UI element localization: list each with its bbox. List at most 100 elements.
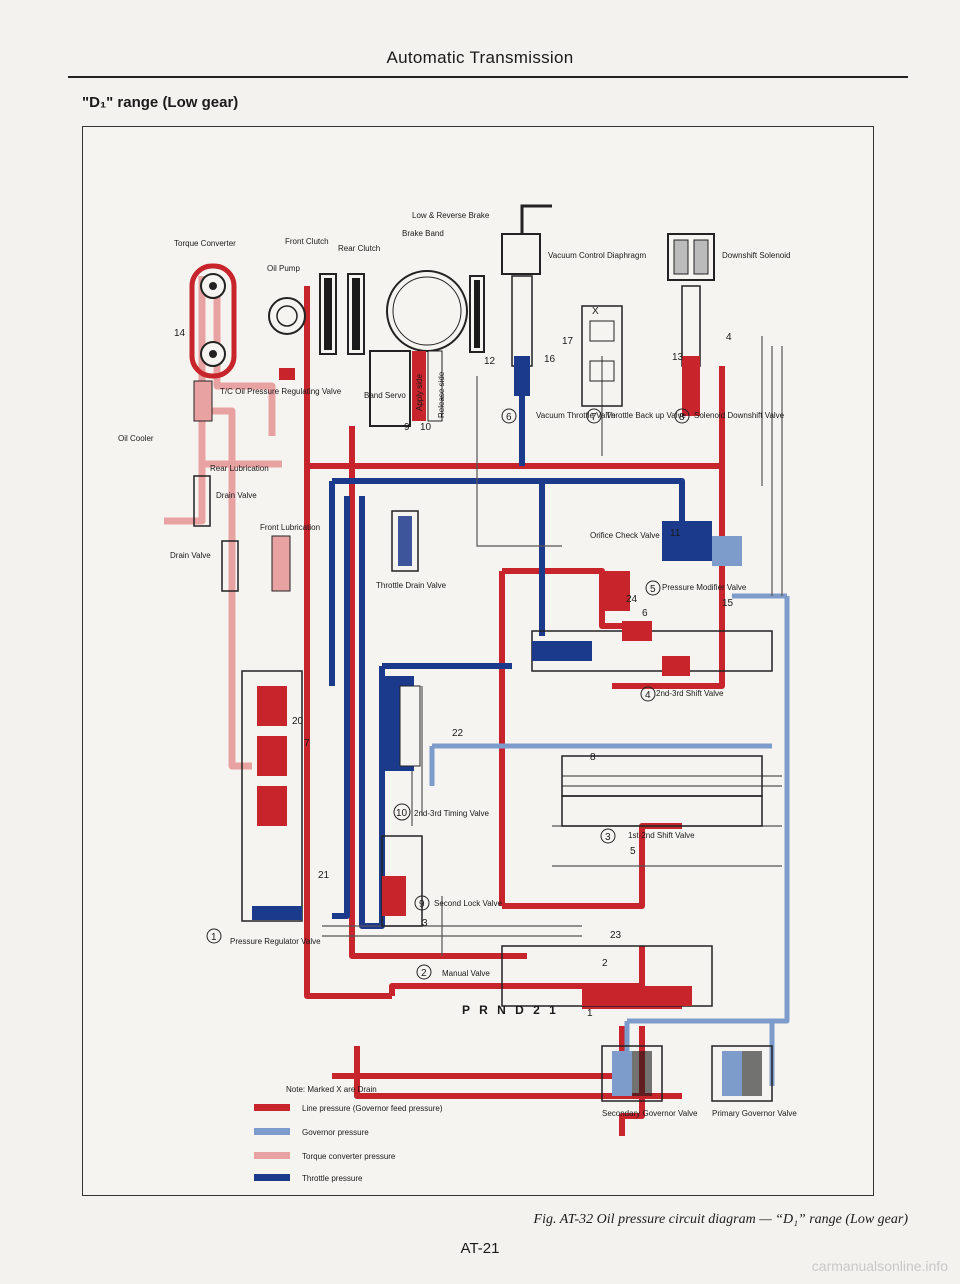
port-numbers: 14 17 12 16 9 10 4 13 11 24 6 15 22 20 7… bbox=[174, 306, 734, 1019]
brake-band-drum bbox=[386, 270, 468, 352]
legend-item-line-pressure: Line pressure (Governor feed pressure) bbox=[254, 1104, 443, 1113]
section-title: "D₁" range (Low gear) bbox=[82, 94, 239, 111]
svg-text:1: 1 bbox=[587, 1008, 593, 1019]
circle-2: 2 bbox=[416, 964, 432, 980]
tc-valve-body bbox=[193, 380, 213, 422]
label-shift-valve-2-3: 2nd-3rd Shift Valve bbox=[656, 689, 724, 698]
label-manual-positions: P R N D 2 1 bbox=[462, 1003, 559, 1017]
circle-1: 1 bbox=[206, 928, 222, 944]
legend-item-torque-pressure: Torque converter pressure bbox=[254, 1152, 396, 1161]
pipe-tc-2 bbox=[202, 407, 236, 596]
label-secondary-governor: Secondary Governor Valve bbox=[602, 1109, 698, 1118]
legend-swatch-line bbox=[254, 1104, 290, 1111]
label-oil-pump: Oil Pump bbox=[267, 264, 300, 273]
svg-text:21: 21 bbox=[318, 870, 330, 881]
label-orifice-check-valve: Orifice Check Valve bbox=[590, 531, 660, 540]
legend-label-line: Line pressure (Governor feed pressure) bbox=[302, 1104, 443, 1113]
label-downshift-solenoid: Downshift Solenoid bbox=[722, 251, 790, 260]
front-clutch bbox=[319, 273, 337, 355]
svg-text:X: X bbox=[592, 306, 599, 317]
pipe-gov-right bbox=[772, 596, 790, 1024]
label-drain-valve-b: Drain Valve bbox=[170, 551, 211, 560]
legend-label-throttle: Throttle pressure bbox=[302, 1174, 363, 1183]
timing-valve-body bbox=[382, 676, 421, 771]
secondary-governor-body bbox=[601, 1045, 663, 1102]
pipe-line-low bbox=[332, 1026, 625, 1079]
circle-6: 6 bbox=[501, 408, 517, 424]
label-brake-band: Brake Band bbox=[402, 229, 444, 238]
circled-numbers: 1 2 3 4 5 6 7 8 9 10 bbox=[206, 408, 690, 980]
pipe-line-main-left bbox=[304, 286, 392, 999]
figure-caption: Fig. AT-32 Oil pressure circuit diagram … bbox=[533, 1212, 908, 1227]
second-lock-valve-body bbox=[381, 835, 423, 927]
shift-valve-1-2-body bbox=[561, 755, 763, 827]
band-servo bbox=[369, 350, 443, 427]
svg-text:14: 14 bbox=[174, 328, 186, 339]
line-pressure-lines bbox=[304, 286, 725, 1136]
svg-text:2: 2 bbox=[421, 968, 427, 979]
svg-text:5: 5 bbox=[630, 846, 636, 857]
label-oil-cooler: Oil Cooler bbox=[118, 434, 154, 443]
legend-swatch-governor bbox=[254, 1128, 290, 1135]
svg-text:12: 12 bbox=[484, 356, 496, 367]
throttle-drain-valve-body bbox=[391, 510, 419, 572]
component-labels: Torque Converter Oil Pump Front Clutch R… bbox=[118, 211, 797, 1118]
label-rear-clutch: Rear Clutch bbox=[338, 244, 380, 253]
label-solenoid-downshift-valve: Solenoid Downshift Valve bbox=[694, 411, 785, 420]
label-front-lubrication: Front Lubrication bbox=[260, 523, 320, 532]
vacuum-control-diaphragm bbox=[501, 204, 552, 396]
circle-8: 8 bbox=[674, 408, 690, 424]
oil-pump bbox=[268, 297, 306, 380]
svg-text:9: 9 bbox=[419, 899, 425, 910]
svg-text:8: 8 bbox=[590, 752, 596, 763]
svg-text:10: 10 bbox=[396, 808, 408, 819]
svg-text:20: 20 bbox=[292, 716, 304, 727]
label-timing-valve-2-3: 2nd-3rd Timing Valve bbox=[414, 809, 490, 818]
watermark: carmanualsonline.info bbox=[811, 1258, 948, 1274]
pressure-modifier-body bbox=[604, 571, 630, 611]
circle-9: 9 bbox=[414, 895, 430, 911]
legend-label-torque: Torque converter pressure bbox=[302, 1152, 396, 1161]
label-tc-valve: T/C Oil Pressure Regulating Valve bbox=[220, 387, 342, 396]
manual-valve-body bbox=[501, 945, 713, 1007]
label-throttle-drain-valve: Throttle Drain Valve bbox=[376, 581, 447, 590]
svg-text:23: 23 bbox=[610, 930, 622, 941]
legend-label-governor: Governor pressure bbox=[302, 1128, 369, 1137]
pipe-thr-across bbox=[332, 478, 685, 556]
svg-text:2: 2 bbox=[602, 958, 608, 969]
svg-text:17: 17 bbox=[562, 336, 574, 347]
svg-text:5: 5 bbox=[650, 584, 656, 595]
oil-pressure-circuit-diagram: Torque Converter Oil Pump Front Clutch R… bbox=[118, 204, 797, 1183]
legend-note: Note: Marked X are Drain bbox=[286, 1085, 377, 1094]
front-lubrication-valve bbox=[271, 535, 291, 592]
legend: Note: Marked X are Drain Line pressure (… bbox=[254, 1085, 443, 1183]
label-pressure-modifier-valve: Pressure Modifier Valve bbox=[662, 583, 747, 592]
svg-text:9: 9 bbox=[404, 422, 410, 433]
label-throttle-backup-valve: Throttle Back up Valve bbox=[606, 411, 686, 420]
svg-text:11: 11 bbox=[670, 528, 681, 539]
page-number: AT-21 bbox=[460, 1240, 500, 1257]
page-header-title: Automatic Transmission bbox=[386, 48, 574, 67]
label-second-lock-valve: Second Lock Valve bbox=[434, 899, 502, 908]
label-drain-valve-a: Drain Valve bbox=[216, 491, 257, 500]
downshift-solenoid bbox=[667, 233, 715, 416]
label-front-clutch: Front Clutch bbox=[285, 237, 329, 246]
label-vacuum-control: Vacuum Control Diaphragm bbox=[548, 251, 646, 260]
throttle-backup-valve-body bbox=[581, 305, 623, 407]
primary-governor-body bbox=[711, 1045, 773, 1102]
svg-text:16: 16 bbox=[544, 354, 556, 365]
orifice-check-valve-body bbox=[662, 521, 742, 566]
pipe-line-bottom bbox=[389, 946, 645, 996]
rear-clutch bbox=[347, 273, 365, 355]
legend-swatch-throttle bbox=[254, 1174, 290, 1181]
svg-text:6: 6 bbox=[506, 412, 512, 423]
label-apply-side: Apply side bbox=[415, 374, 424, 411]
legend-swatch-torque bbox=[254, 1152, 290, 1159]
label-torque-converter: Torque Converter bbox=[174, 239, 236, 248]
circle-4: 4 bbox=[640, 686, 656, 702]
pipe-tc-4 bbox=[213, 276, 276, 436]
circle-3: 3 bbox=[600, 828, 616, 844]
circle-5: 5 bbox=[645, 580, 661, 596]
pressure-regulator-body bbox=[241, 670, 303, 922]
svg-text:4: 4 bbox=[726, 332, 732, 343]
